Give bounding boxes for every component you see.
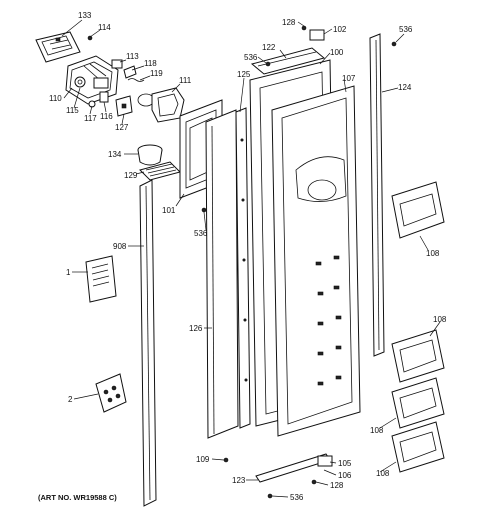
screw-114	[87, 35, 93, 41]
screw-128-bottom	[311, 479, 317, 485]
bottom-hinge	[317, 455, 333, 467]
screw-536-bottom	[267, 493, 273, 499]
callout-119: 119	[150, 69, 163, 78]
callout-125: 125	[237, 70, 251, 79]
art-number: (ART NO. WR19588 C)	[38, 493, 117, 502]
callout-113: 113	[126, 52, 139, 61]
callout-102: 102	[333, 25, 347, 34]
callout-134: 134	[108, 150, 122, 159]
callout-116: 116	[100, 112, 113, 121]
callout-122: 122	[262, 43, 276, 52]
callout-118: 118	[144, 59, 157, 68]
callout-1: 1	[66, 268, 71, 277]
callout-101: 101	[162, 206, 176, 215]
lever-116	[99, 91, 109, 103]
callout-109: 109	[196, 455, 210, 464]
screw-536-top	[265, 61, 271, 67]
callout-107: 107	[342, 74, 356, 83]
callout-115: 115	[66, 106, 79, 115]
door-bin-3	[391, 377, 445, 429]
door-bin-4	[391, 421, 445, 473]
gasket-ring	[137, 87, 185, 123]
handle-trim-908	[139, 179, 157, 507]
actuator-113	[111, 59, 123, 69]
callout-108-b: 108	[433, 315, 447, 324]
callout-536-a: 536	[194, 229, 208, 238]
callout-123: 123	[232, 476, 246, 485]
dispenser-control-board	[35, 31, 81, 63]
hardware-bag	[95, 373, 127, 413]
gasket-strip-124	[369, 33, 385, 357]
callout-111: 111	[179, 76, 192, 85]
callout-129: 129	[124, 171, 138, 180]
callout-536-d: 536	[290, 493, 304, 502]
switch-118	[123, 65, 137, 79]
callout-536-b: 536	[244, 53, 258, 62]
label-card	[85, 255, 117, 303]
callout-128-a: 128	[282, 18, 296, 27]
callout-100: 100	[330, 48, 344, 57]
door-bin-1	[391, 181, 445, 239]
spring-119	[127, 78, 145, 82]
callout-128-b: 128	[330, 481, 344, 490]
callout-110: 110	[49, 94, 62, 103]
callout-127: 127	[115, 123, 129, 132]
callout-117: 117	[84, 114, 97, 123]
door-liner-107	[271, 85, 361, 437]
cup-134	[137, 144, 163, 166]
callout-108-a: 108	[426, 249, 440, 258]
liner-shelf-slots	[315, 255, 342, 386]
trim-strip-125	[235, 107, 251, 429]
screw-109	[223, 457, 229, 463]
callout-2: 2	[68, 395, 73, 404]
callout-108-c: 108	[370, 426, 384, 435]
callout-126: 126	[189, 324, 203, 333]
door-bin-2	[391, 329, 445, 383]
bracket-127	[115, 95, 133, 117]
callout-114: 114	[98, 23, 111, 32]
callout-108-d: 108	[376, 469, 390, 478]
callout-105: 105	[338, 459, 352, 468]
leader-lines	[61, 19, 441, 498]
callout-124: 124	[398, 83, 412, 92]
callout-908: 908	[113, 242, 127, 251]
callout-labels: 133 114 113 118 119 110 115 117 116 127 …	[49, 11, 447, 502]
callout-536-c: 536	[399, 25, 413, 34]
dispenser-housing	[65, 55, 119, 105]
door-panel-126	[205, 109, 239, 439]
screw-536-left	[201, 207, 207, 213]
screw-536-right	[391, 41, 397, 47]
callout-133: 133	[78, 11, 92, 20]
callout-106: 106	[338, 471, 352, 480]
top-hinge	[301, 25, 325, 41]
